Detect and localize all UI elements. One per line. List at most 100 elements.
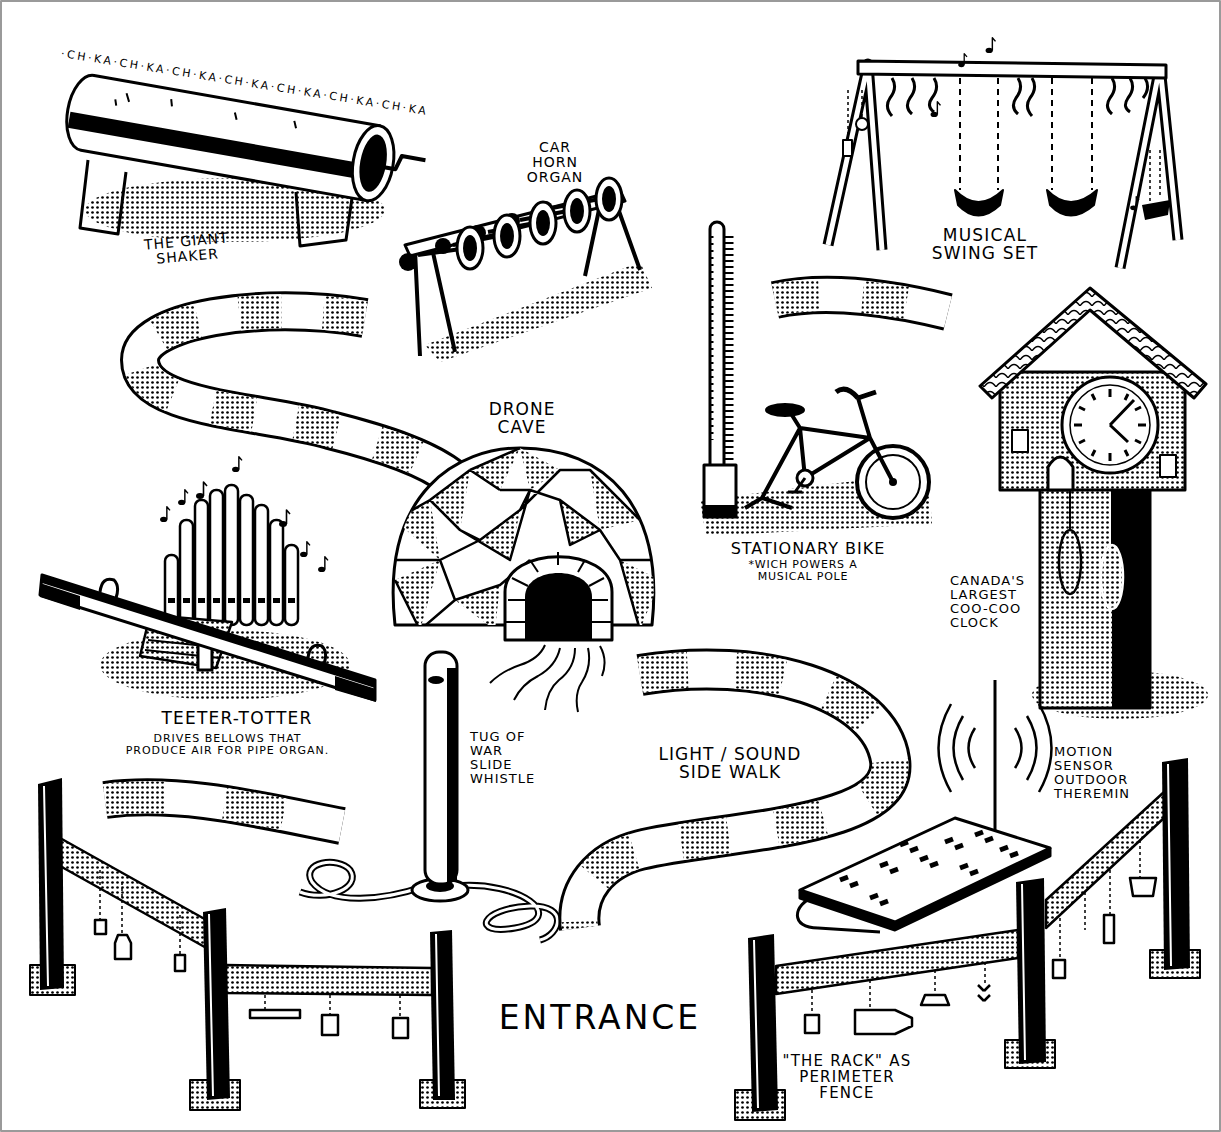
sidewalk-surface [105, 797, 342, 826]
pole-foot [704, 505, 736, 517]
music-note [931, 102, 941, 117]
rail [1046, 792, 1164, 928]
tunnel-opening [525, 573, 592, 640]
tunnel-arch [505, 557, 612, 640]
frame-legs-inner [828, 64, 1178, 268]
part-label: STATIONARY BIKE [708, 540, 908, 557]
pendulum-weight [1059, 530, 1081, 594]
music-note [300, 542, 310, 557]
cord [797, 896, 880, 932]
pole-ticks [725, 236, 734, 500]
top-bar [858, 61, 1166, 78]
clock-trunk [1040, 480, 1150, 708]
hanging-chimes [887, 78, 1147, 116]
sound-waves [490, 645, 605, 712]
knob [435, 238, 451, 254]
organ-pipe [180, 520, 193, 625]
organ-pipe [240, 495, 253, 625]
clock-face [1062, 377, 1158, 473]
hanging-bottle [843, 140, 852, 156]
note: DRIVES BELLOWS THAT PRODUCE AIR FOR PIPE… [125, 733, 330, 757]
whistle-pole-shade [447, 668, 457, 882]
part-label: MOTION SENSOR OUTDOOR THEREMIN [1054, 745, 1139, 801]
bell-hole [500, 223, 514, 249]
bell-hole [536, 210, 550, 236]
sidewalk-piece [105, 797, 342, 826]
pipe-mouths [168, 598, 295, 603]
sidewalk-tiles [140, 311, 452, 478]
bell-hole [463, 235, 477, 261]
clock-window [1160, 455, 1176, 477]
bell [596, 178, 622, 220]
teeter-board [40, 575, 375, 700]
fence-post [1162, 758, 1190, 970]
clock-window [1012, 430, 1028, 452]
seat-pads [40, 583, 376, 702]
sidewalk-piece [775, 295, 948, 312]
fence-post [1016, 878, 1046, 1064]
music-note [279, 510, 290, 527]
sidewalk-tiles [105, 797, 342, 826]
pole-marks [711, 236, 714, 440]
music-note [986, 38, 996, 53]
sidewalk-s [140, 311, 452, 478]
part-label: LIGHT / SOUND SIDE WALK [640, 745, 820, 782]
bell [564, 190, 590, 232]
sidewalk-tiles [775, 295, 948, 312]
sidewalk-surface [140, 311, 452, 478]
handlebar [836, 389, 876, 398]
stationary-bike [700, 222, 932, 536]
sidewalk-edge [775, 295, 948, 312]
band [68, 112, 373, 181]
organ-pipe [285, 545, 298, 625]
sidewalk-edge [140, 311, 452, 478]
coo-coo-clock [980, 288, 1208, 719]
hanging-strings [848, 90, 1160, 205]
music-note [958, 54, 967, 68]
rope [455, 885, 558, 940]
pedal [788, 478, 805, 492]
clock-ring [1070, 385, 1150, 465]
clock-hands [1110, 400, 1134, 442]
part-label: CAR HORN ORGAN [520, 140, 590, 185]
entrance-label: ENTRANCE [470, 1000, 730, 1036]
footprints [840, 832, 1018, 904]
organ-pipe [195, 500, 208, 625]
clock-house [1000, 372, 1185, 490]
knob [399, 253, 417, 271]
organ-pipe [210, 490, 223, 625]
marks [114, 90, 297, 138]
note: *WICH POWERS A MUSICAL POLE [728, 559, 878, 583]
sidewalk-surface [775, 295, 948, 312]
bell-hole [570, 198, 584, 224]
whistle-pole [425, 652, 457, 884]
frame-legs [828, 64, 1178, 268]
rail [225, 965, 432, 995]
part-label: CANADA'S LARGEST COO-COO CLOCK [950, 574, 1038, 630]
signal-waves [939, 704, 1052, 792]
rope-inner [455, 885, 558, 940]
hanging-strings [100, 840, 1140, 1018]
bell [494, 215, 520, 257]
music-note [232, 457, 242, 472]
music-note [1130, 197, 1139, 211]
fence-post [38, 778, 64, 990]
bell [530, 202, 556, 244]
teeter-totter-organ [40, 457, 376, 702]
hanging-objects [250, 878, 1156, 1034]
seats [955, 190, 1097, 216]
horn-bells [457, 178, 622, 269]
hanging-cans [95, 915, 1114, 1038]
shaker-body [61, 72, 430, 210]
outdoor-theremin [797, 680, 1051, 932]
rail [60, 838, 210, 950]
car-horn-organ [399, 178, 652, 362]
whistle-hole [428, 676, 444, 684]
fence-post [430, 930, 455, 1100]
rail [776, 930, 1018, 994]
hanging-comb [1142, 200, 1170, 220]
part-label: TUG OF WAR SLIDE WHISTLE [470, 730, 542, 786]
handles [100, 579, 326, 664]
